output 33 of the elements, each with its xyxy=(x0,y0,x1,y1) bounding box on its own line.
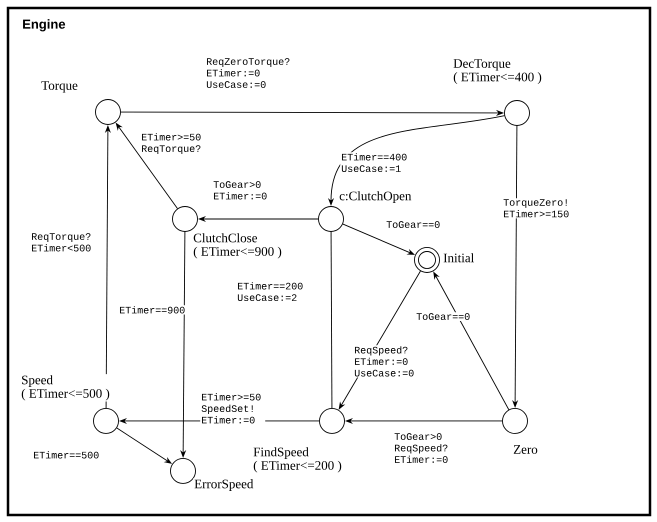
state-circle xyxy=(95,99,121,125)
state-circle xyxy=(318,206,344,232)
initial-state-circle xyxy=(414,247,440,273)
edge-label: ReqSpeed? ETimer:=0 UseCase:=0 xyxy=(353,345,418,378)
state-circle xyxy=(93,408,119,434)
edge-label: ETimer==400 UseCase:=1 xyxy=(340,152,412,174)
edge-label: ReqTorque? ETimer<500 xyxy=(30,232,96,252)
state-name: Zero xyxy=(512,444,539,455)
edge-label: ETimer>=50 ReqTorque? xyxy=(140,132,206,155)
edge-label: ETimer==500 xyxy=(32,450,104,460)
state-circle xyxy=(504,100,530,126)
state-circle xyxy=(170,458,196,484)
state-name: FindSpeed ( ETimer<=200 ) xyxy=(252,446,343,474)
state-circle xyxy=(319,408,345,434)
state-name: ErrorSpeed xyxy=(193,478,254,492)
edge-label: ETimer>=50 SpeedSet! ETimer:=0 xyxy=(200,392,266,425)
state-circle xyxy=(172,206,198,232)
state-name: DecTorque ( ETimer<=400 ) xyxy=(452,58,543,85)
title: Engine xyxy=(23,19,66,32)
state-name: ClutchClose ( ETimer<=900 ) xyxy=(192,232,283,260)
state-circle xyxy=(502,408,528,434)
edge-label: ETimer==200 UseCase:=2 xyxy=(236,281,308,302)
state-name: Torque xyxy=(40,80,79,94)
state-name: Initial xyxy=(442,252,476,264)
edge-label: ToGear==0 xyxy=(415,312,474,321)
edge-label: ToGear==0 xyxy=(385,220,444,229)
edge-label: ETimer==900 xyxy=(118,305,190,315)
state-name: Speed ( ETimer<=500 ) xyxy=(20,374,111,402)
edge-label: ToGear>0 ReqSpeed? ETimer:=0 xyxy=(393,432,452,464)
edge-label: TorqueZero! ETimer>=150 xyxy=(502,198,574,218)
edge-label: ReqZeroTorque? ETimer:=0 UseCase:=0 xyxy=(205,57,294,89)
edge-label: ToGear>0 ETimer:=0 xyxy=(212,180,272,200)
state-name: c:ClutchOpen xyxy=(338,190,412,204)
